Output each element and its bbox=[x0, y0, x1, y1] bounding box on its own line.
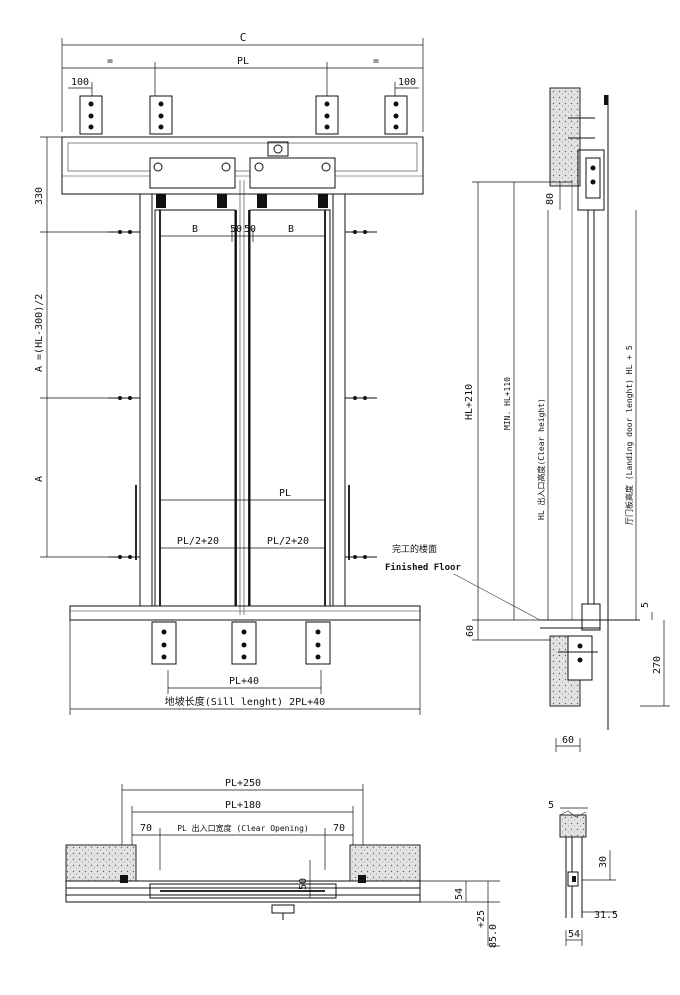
header-beam bbox=[61, 136, 424, 208]
detail-dim-30: 30 bbox=[598, 856, 609, 868]
wall-anchors bbox=[108, 230, 377, 559]
plan-view: PL+250 PL+180 70 PL 出入口宽度 (Clear Opening… bbox=[65, 778, 500, 948]
detail-profile bbox=[565, 837, 583, 918]
dim-hl210: HL+210 bbox=[464, 384, 475, 420]
side-sill bbox=[540, 603, 640, 681]
dim-5-side: 5 bbox=[640, 602, 651, 608]
dim-70-right: 70 bbox=[333, 823, 345, 834]
plan-door-assembly bbox=[65, 875, 421, 920]
dimension-330: 330 bbox=[34, 136, 140, 233]
plan-dim-50: 50 bbox=[298, 878, 309, 890]
dimension-pl-mid: PL bbox=[160, 488, 325, 501]
dim-50-right: 50 bbox=[244, 224, 256, 235]
dim-70-left: 70 bbox=[140, 823, 152, 834]
sill-length-label: 地坡长度(Sill lenght) 2PL+40 bbox=[165, 695, 325, 708]
clear-height: HL 出入口高度(Clear height) bbox=[536, 398, 546, 520]
dim-60-left: 60 bbox=[465, 625, 476, 637]
plan-dim-25: +25 bbox=[476, 910, 487, 928]
dim-pl-top: PL bbox=[237, 56, 249, 67]
dim-pl-mid: PL bbox=[279, 488, 291, 499]
detail-view: 5 30 31.5 54 bbox=[548, 800, 618, 946]
min-hl110: MIN. HL+110 bbox=[503, 377, 512, 430]
side-view: HL+210 MIN. HL+110 HL 出入口高度(Clear height… bbox=[385, 87, 670, 752]
clear-opening-label: PL 出入口宽度 (Clear Opening) bbox=[177, 823, 309, 833]
finished-floor-cn: 完工的楼面 bbox=[392, 543, 437, 555]
dim-pl2-left: PL/2+20 bbox=[177, 536, 219, 547]
dim-pl250: PL+250 bbox=[225, 778, 261, 789]
dimension-a: A bbox=[34, 398, 140, 558]
dimension-clear-opening: 70 PL 出入口宽度 (Clear Opening) 70 bbox=[132, 823, 353, 870]
dim-b-left: B bbox=[192, 224, 198, 235]
detail-dim-54: 54 bbox=[568, 929, 580, 940]
side-header-mechanism bbox=[568, 95, 608, 211]
detail-dim-5: 5 bbox=[548, 800, 554, 811]
dim-a: A bbox=[34, 476, 45, 482]
plan-dim-54: 54 bbox=[454, 888, 465, 900]
dimension-c: C bbox=[61, 31, 424, 132]
top-brackets bbox=[79, 95, 408, 135]
detail-wall bbox=[559, 814, 587, 838]
dim-330: 330 bbox=[34, 187, 45, 205]
finished-floor-en: Finished Floor bbox=[385, 562, 461, 573]
dimension-sill-length: 地坡长度(Sill lenght) 2PL+40 bbox=[69, 620, 421, 715]
detail-dim-31-5: 31.5 bbox=[594, 910, 618, 921]
dim-pl40: PL+40 bbox=[229, 676, 259, 687]
dim-50-left: 50 bbox=[230, 224, 242, 235]
plan-dim-85: 85.0 bbox=[488, 924, 499, 948]
dim-eq-right: = bbox=[373, 56, 379, 67]
plan-right-dims: 54 +25 85.0 bbox=[420, 880, 500, 948]
landing-door-length: 厅门板高度 (Landing door lenght) HL + 5 bbox=[624, 345, 634, 525]
finished-floor-callout: 完工的楼面 Finished Floor bbox=[385, 543, 541, 621]
side-door-panel bbox=[571, 95, 609, 730]
dimension-pl40: PL+40 bbox=[167, 670, 322, 694]
dimension-pl-top: = PL = bbox=[62, 56, 423, 100]
door-frame bbox=[135, 193, 350, 607]
dim-pl2-right: PL/2+20 bbox=[267, 536, 309, 547]
dim-80: 80 bbox=[545, 193, 556, 205]
dim-b-right: B bbox=[288, 224, 294, 235]
dim-a-half: A =(HL-300)/2 bbox=[34, 294, 45, 372]
plan-dim-50: 50 bbox=[298, 860, 311, 898]
front-view: C = PL = 100 100 bbox=[34, 31, 424, 715]
sill bbox=[69, 605, 421, 621]
dim-60-bottom: 60 bbox=[562, 735, 574, 746]
dim-pl180: PL+180 bbox=[225, 800, 261, 811]
detail-dims: 5 30 31.5 54 bbox=[548, 800, 618, 946]
bottom-brackets bbox=[151, 621, 331, 665]
dim-100-left: 100 bbox=[71, 77, 89, 88]
dim-c-label: C bbox=[240, 31, 247, 44]
side-dimensions: HL+210 MIN. HL+110 HL 出入口高度(Clear height… bbox=[464, 181, 670, 752]
dimension-pl2: PL/2+20 PL/2+20 bbox=[160, 536, 325, 549]
door-panels bbox=[154, 180, 331, 615]
dimension-100: 100 100 bbox=[68, 77, 419, 100]
upper-wall bbox=[549, 87, 581, 187]
dim-eq-left: = bbox=[107, 56, 113, 67]
dim-100-right: 100 bbox=[398, 77, 416, 88]
dim-270: 270 bbox=[652, 656, 663, 674]
dimension-b: B 50 50 B bbox=[160, 224, 325, 242]
dimension-a-half: A =(HL-300)/2 bbox=[34, 232, 140, 399]
